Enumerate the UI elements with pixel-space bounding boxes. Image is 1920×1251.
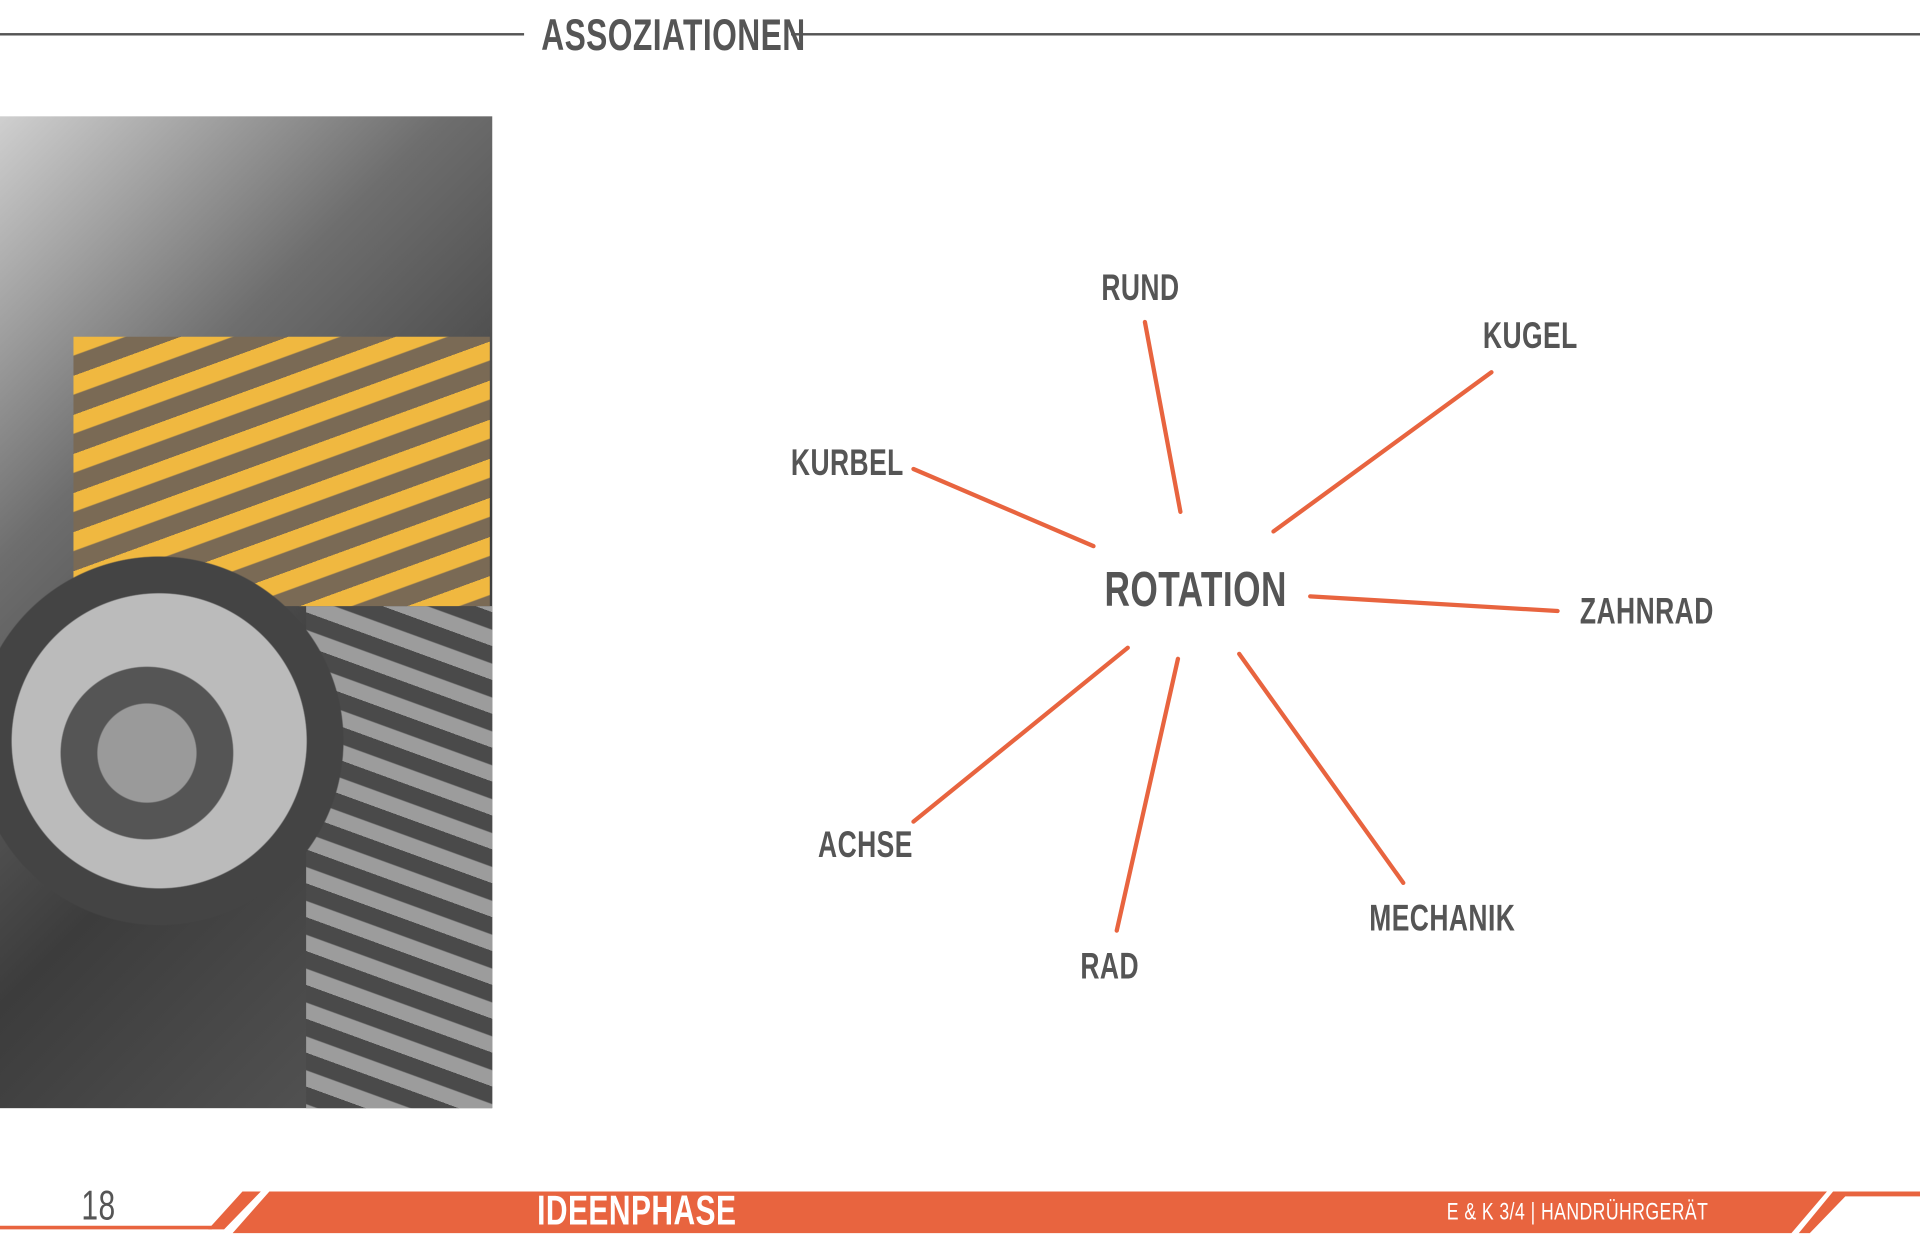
gear-photo <box>0 116 493 1109</box>
connector-achse <box>911 645 1130 824</box>
mindmap-term-zahnrad: ZAHNRAD <box>1580 591 1714 632</box>
mindmap-term-rad: RAD <box>1080 946 1139 987</box>
mindmap-term-kugel: KUGEL <box>1483 315 1579 357</box>
footer-band <box>0 1191 1920 1234</box>
connector-kurbel <box>911 466 1096 549</box>
header-rule-right <box>791 33 1920 36</box>
mindmap-term-mechanik: MECHANIK <box>1369 898 1516 940</box>
page-number: 18 <box>80 1182 116 1230</box>
connector-rund <box>1142 319 1183 514</box>
mindmap-center: ROTATION <box>1103 563 1287 618</box>
footer-section: IDEENPHASE <box>537 1187 737 1235</box>
mindmap-term-kurbel: KURBEL <box>790 443 904 484</box>
connector-zahnrad <box>1308 594 1560 614</box>
connector-kugel <box>1271 370 1494 534</box>
connector-mechanik <box>1237 651 1406 886</box>
connector-rad <box>1114 656 1181 933</box>
footer-project: E & K 3/4 | HANDRÜHRGERÄT <box>1446 1198 1709 1226</box>
mindmap-term-achse: ACHSE <box>818 825 914 866</box>
mindmap-term-rund: RUND <box>1100 268 1180 309</box>
page-title: ASSOZIATIONEN <box>541 9 806 61</box>
header-rule-left <box>0 33 525 36</box>
